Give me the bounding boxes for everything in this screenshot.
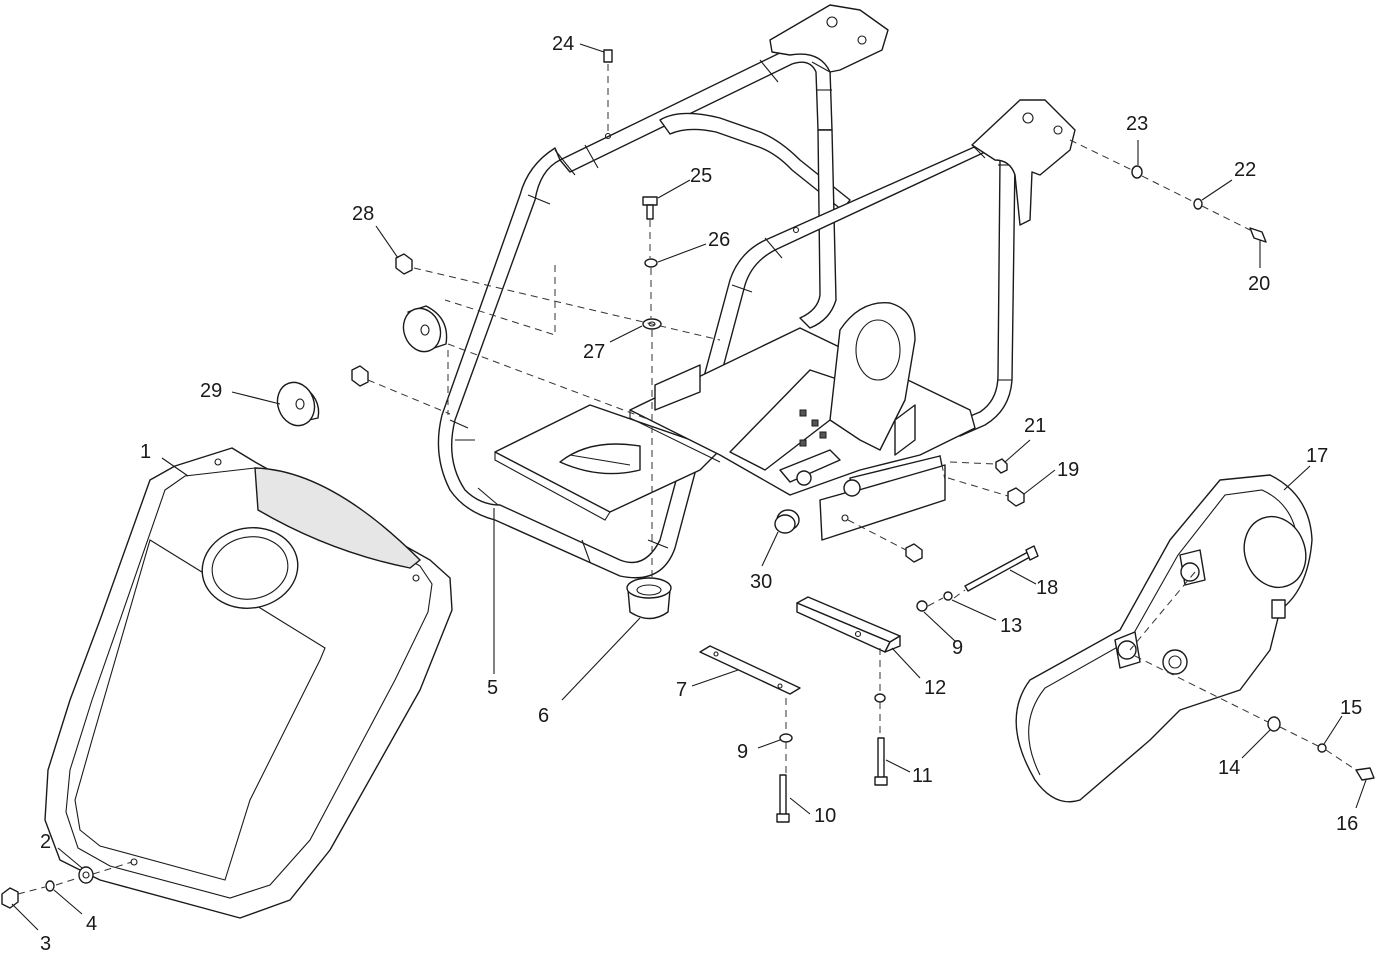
callout-16: 16 xyxy=(1336,813,1358,835)
callout-23: 23 xyxy=(1126,113,1148,135)
callout-9-lower: 9 xyxy=(737,741,748,763)
rubber-mount-upper xyxy=(402,305,448,353)
callout-labels: 1 2 3 4 5 6 7 9 9 10 11 12 13 14 15 16 1… xyxy=(40,33,1362,955)
callout-22: 22 xyxy=(1234,159,1256,181)
callout-28: 28 xyxy=(352,203,374,225)
callout-20: 20 xyxy=(1248,273,1270,295)
callout-5: 5 xyxy=(487,677,498,699)
callout-3: 3 xyxy=(40,933,51,955)
callout-1: 1 xyxy=(140,441,151,463)
rubber-mount-part-29 xyxy=(276,381,320,427)
callout-7: 7 xyxy=(676,679,687,701)
callout-29: 29 xyxy=(200,380,222,402)
callout-13: 13 xyxy=(1000,615,1022,637)
front-cover-part-1 xyxy=(44,447,453,919)
callout-15: 15 xyxy=(1340,697,1362,719)
callout-25: 25 xyxy=(690,165,712,187)
callout-19: 19 xyxy=(1057,459,1079,481)
callout-21: 21 xyxy=(1024,415,1046,437)
callout-12: 12 xyxy=(924,677,946,699)
rubber-foot-part-6 xyxy=(626,577,672,620)
callout-6: 6 xyxy=(538,705,549,727)
callout-14: 14 xyxy=(1218,757,1240,779)
callout-4: 4 xyxy=(86,913,97,935)
callout-24: 24 xyxy=(552,33,574,55)
assembly-lines xyxy=(17,64,1357,895)
callout-27: 27 xyxy=(583,341,605,363)
belt-guard-part-17 xyxy=(1015,474,1313,803)
callout-9-upper: 9 xyxy=(952,637,963,659)
callout-leaders xyxy=(11,43,1367,931)
callout-18: 18 xyxy=(1036,577,1058,599)
callout-26: 26 xyxy=(708,229,730,251)
flat-bar-part-7 xyxy=(699,645,801,695)
callout-2: 2 xyxy=(40,831,51,853)
square-bar-part-12 xyxy=(796,596,901,653)
callout-30: 30 xyxy=(750,571,772,593)
callout-10: 10 xyxy=(814,805,836,827)
base-plate xyxy=(494,302,976,541)
fasteners xyxy=(1,49,1375,909)
callout-17: 17 xyxy=(1306,445,1328,467)
callout-11: 11 xyxy=(912,765,933,787)
frame-part-5 xyxy=(437,4,1076,579)
